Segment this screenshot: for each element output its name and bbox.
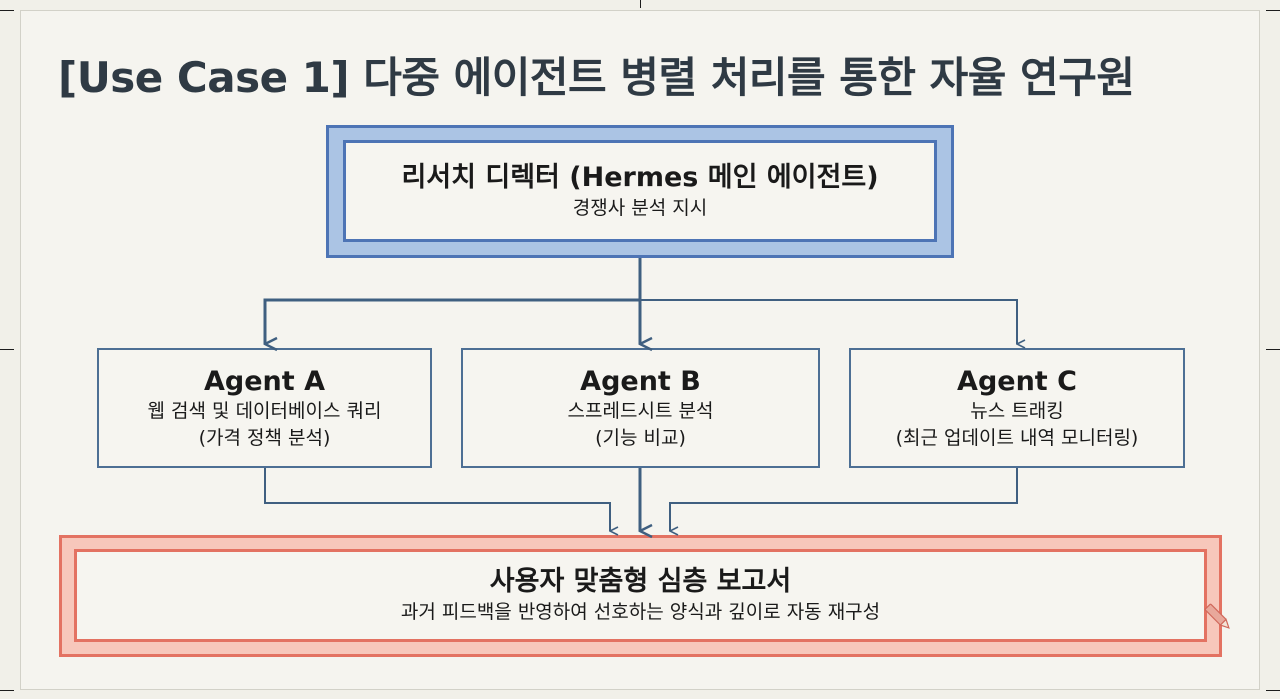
director-title: 리서치 디렉터 (Hermes 메인 에이전트) [401, 161, 879, 193]
guide-mark [0, 349, 14, 350]
director-box: 리서치 디렉터 (Hermes 메인 에이전트) 경쟁사 분석 지시 [343, 140, 937, 242]
connector-agent-c-report [669, 468, 1018, 531]
connector-to-agent-c [640, 299, 1017, 344]
agent-c-box: Agent C 뉴스 트래킹 (최근 업데이트 내역 모니터링) [849, 348, 1185, 468]
agent-a-line1: 웹 검색 및 데이터베이스 쿼리 [147, 400, 382, 423]
agent-a-line2: (가격 정책 분석) [198, 426, 331, 449]
report-box: 사용자 맞춤형 심층 보고서 과거 피드백을 반영하여 선호하는 양식과 깊이로… [74, 549, 1207, 642]
agent-b-box: Agent B 스프레드시트 분석 (기능 비교) [461, 348, 820, 468]
director-subtitle: 경쟁사 분석 지시 [572, 196, 708, 219]
guide-mark [1266, 690, 1280, 691]
report-subtitle: 과거 피드백을 반영하여 선호하는 양식과 깊이로 자동 재구성 [400, 601, 881, 624]
agent-c-line2: (최근 업데이트 내역 모니터링) [895, 426, 1139, 449]
guide-mark [0, 10, 14, 11]
report-title: 사용자 맞춤형 심층 보고서 [489, 566, 792, 598]
agent-b-line1: 스프레드시트 분석 [567, 400, 714, 423]
guide-mark [640, 0, 641, 8]
guide-mark [1266, 10, 1280, 11]
agent-c-title: Agent C [957, 365, 1077, 397]
connector-to-agent-a [263, 298, 640, 344]
guide-mark [0, 690, 14, 691]
pencil-icon [1204, 603, 1230, 629]
connector-agent-a-report [264, 468, 610, 531]
agent-c-line1: 뉴스 트래킹 [970, 400, 1064, 423]
agent-b-line2: (기능 비교) [595, 426, 686, 449]
agent-b-title: Agent B [580, 365, 701, 397]
agent-a-title: Agent A [204, 365, 325, 397]
guide-mark [1266, 349, 1280, 350]
page-title: [Use Case 1] 다중 에이전트 병렬 처리를 통한 자율 연구원 [58, 53, 1135, 102]
